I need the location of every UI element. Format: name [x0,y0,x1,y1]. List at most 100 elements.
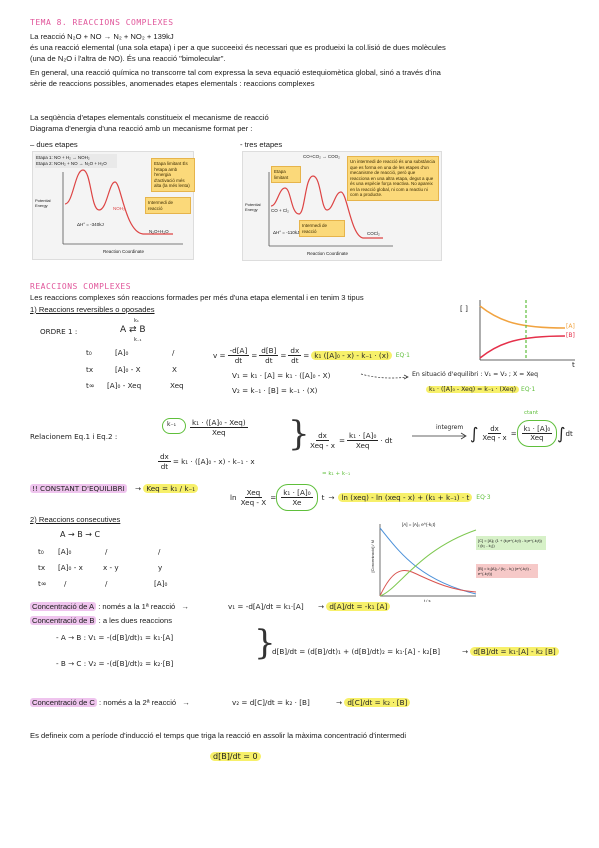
row-too-b: Xeq [170,381,184,390]
conc-c-eq: v₂ = d[C]/dt = k₂ · [B] [232,698,310,707]
eq3-tag: EQ·3 [476,494,491,501]
rate-limiting-box: Etapa limitant És l'etapa amb l'energia … [151,158,195,192]
graph2-c-formula: [C] = [A]₀ (1 + (k₁e^(-k₂t) - k₂e^(-k₁t)… [476,536,546,550]
page-title: TEMA 8. REACCIONS COMPLEXES [30,18,174,27]
row-tx-b: X [172,365,177,374]
rowc-t0-time: t₀ [38,547,44,556]
conc-a-label: Concentració de A [30,602,97,611]
rowc-t0-c: / [158,547,161,556]
paragraph-3: En general, una reacció química no trans… [30,68,441,77]
paragraph-2: (una de N₂O i l'altra de NO). És una rea… [30,54,226,63]
graph2-a-formula: [A] = [A]₀ e^(-k₁t) [402,522,436,527]
rowc-too-a: / [64,579,67,588]
integrem-label: integrem [436,424,464,431]
conc-b-sum: d[B]/dt = (d[B]/dt)₁ + (d[B]/dt)₂ = k₁·[… [272,647,441,656]
conc-b-row-2: - B → C : V₂ = -(d[B]/dt)₂ = k₂·[B] [56,659,174,668]
conc-b-label: Concentració de B [30,616,97,625]
plus-label: = k₁ + k₋₁ [322,471,351,477]
energy-curve-2 [268,172,393,247]
rowc-tx-c: y [158,563,163,572]
fig2-reactants: CO + Cl₂ [271,208,289,213]
energy-curve-1 [62,169,183,245]
step-1-text: Etapa 1: NO + H₂ → NOH₂ [36,155,90,160]
graph-t-label: t [572,360,575,369]
km1-label: k₋₁ [134,337,142,343]
graph2-xlabel: t / s [424,598,431,603]
k1-label: k₁ [134,318,139,324]
frac-da: -d[A]dt [227,346,250,365]
rowc-tx-a: [A]₀ - x [58,563,83,572]
keq-eq: Keq = k₁ / k₋₁ [143,484,199,493]
reversible-eq: A ⇄ B [120,325,146,335]
v2-eq: V₂ = k₋₁ · [B] = k₋₁ · (X) [232,386,318,395]
intermediate-box: Intermedi de reacció [145,197,191,214]
consecutive-graph-svg [379,524,477,597]
reaction-line: La reacció N₂O + NO → N₂ + NO₂ + 139kJ [30,32,174,41]
v1-eq: V₁ = k₁ · [A] = k₁ · ([A]₀ - X) [232,371,331,380]
step-2-text: Etapa 2: NOH₂ + NO → N₂O + H₂O [36,161,107,166]
rowc-tx-time: tx [38,563,46,572]
conc-b-result-row: → d[B]/dt = k₁·[A] - k₂ [B] [462,647,559,656]
conc-b-row: Concentració de B : a les dues reaccions [30,616,172,626]
conc-c-label: Concentració de C [30,698,97,707]
ordre-label: ORDRE 1 : [40,327,78,336]
consecutive-graph: [Concentració] / M t / s [A] = [A]₀ e^(-… [368,520,546,606]
row-t0-a: [A]₀ [115,348,129,357]
conc-c-text: : només a la 2ª reacció [99,698,177,707]
rowc-tx-b: x - y [103,563,119,572]
rowc-too-b: / [105,579,108,588]
rowc-too-c: [A]₀ [154,579,168,588]
mechanism-line-2: Diagrama d'energia d'una reacció amb un … [30,124,253,133]
fig2-intermediate-definition: Un intermedi de reacció és una substànci… [347,156,439,201]
rowc-too-time: t∞ [38,579,47,588]
relation-fraction: k₁ · ([A]₀ - Xeq)Xeq [190,418,248,437]
graph-a-label: [A] [566,323,575,330]
consecutive-eq: A → B → C [60,530,101,539]
conc-c-result: d[C]/dt = k₂ · [B] [344,698,411,707]
final-eq: d[B]/dt = 0 [210,752,261,761]
fig2-ylabel: Potential Energy [245,202,261,212]
energy-diagram-two-steps: Etapa 1: NO + H₂ → NOH₂ Etapa 2: NOH₂ + … [32,151,195,260]
integrem-arrow [412,432,467,440]
conc-c-row: Concentració de C : només a la 2ª reacci… [30,698,190,707]
equilibrium-arrow [360,373,409,380]
fig1-dh: ΔH° = -340kJ [77,222,104,227]
equilibrium-eq-row: k₁ · ([A]₀ - Xeq) = k₋₁ · (Xeq) EQ·1 [426,386,535,393]
graph-bracket: [ ] [460,304,468,313]
brace-2: } [254,623,276,663]
brace-1: } [288,414,310,454]
conc-a-eq: v₁ = -d[A]/dt = k₁·[A] [228,602,304,611]
constant-label: !! CONSTANT D'EQUILIBRI [30,484,127,493]
graph-b-label: [B] [566,332,575,339]
fig2-dh: ΔH° = -110kJ [273,230,300,235]
fig1-xlabel: Reaction Coordinate [103,249,145,254]
row-too-a: [A]₀ - Xeq [107,381,142,390]
item-1-title: 1) Reaccions reversibles o oposades [30,305,155,315]
rowc-t0-b: / [105,547,108,556]
item-2-text: 2) Reaccions consecutives [30,515,121,524]
fig2-top: CO+CO₂ → COO₂ [303,154,340,159]
section-intro: Les reaccions complexes són reaccions fo… [30,293,364,302]
rowc-t0-a: [A]₀ [58,547,72,556]
graph2-b-formula: [B] = k₁[A]₀ / (k₂ - k₁) (e^(-k₁t) - e^(… [476,564,538,578]
rate-v-label: v = [213,351,226,360]
relation-label: Relacionem Eq.1 i Eq.2 : [30,432,118,441]
paragraph-1: és una reacció elemental (una sola etapa… [30,43,446,52]
conc-b-text: : a les dues reaccions [98,616,173,625]
reversible-graph [479,300,575,361]
conc-a-result-row: → d[A]/dt = -k₁ [A] [318,602,391,611]
row-t0-b: / [172,348,175,357]
item-1-text: 1) Reaccions reversibles o oposades [30,305,155,314]
final-eq-row: d[B]/dt = 0 [210,752,261,761]
row-t0-time: t₀ [86,348,92,357]
paragraph-4: sèrie de reaccions possibles, anomenades… [30,79,315,88]
fig2-rate-limiting-box: Etapa limitant [271,166,301,183]
conc-b-result: d[B]/dt = k₁·[A] - k₂ [B] [470,647,559,656]
